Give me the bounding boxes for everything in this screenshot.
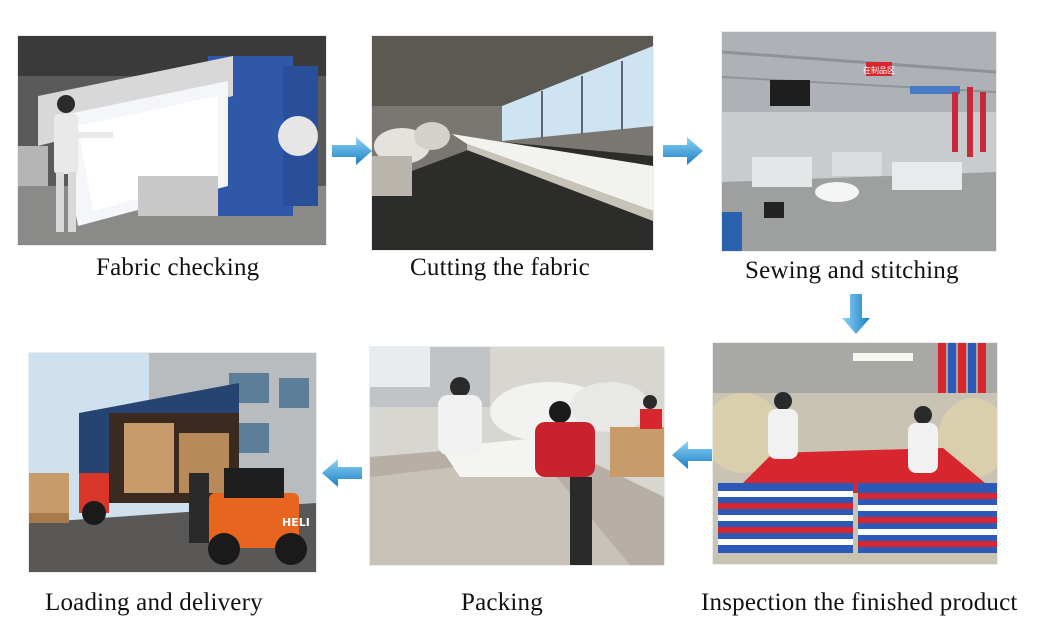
sewing-area-sign: 在制品区 bbox=[863, 65, 895, 75]
arrow-left-icon bbox=[672, 441, 712, 469]
arrow-right-icon bbox=[663, 137, 703, 165]
caption-sewing: Sewing and stitching bbox=[745, 257, 959, 284]
caption-fabric-checking: Fabric checking bbox=[96, 254, 260, 281]
arrow-down-icon bbox=[842, 294, 870, 334]
photo-cutting bbox=[372, 36, 653, 250]
caption-cutting: Cutting the fabric bbox=[410, 254, 590, 281]
photo-packing bbox=[370, 347, 664, 565]
arrow-right-icon bbox=[332, 137, 372, 165]
caption-inspection: Inspection the finished product bbox=[701, 589, 1018, 616]
photo-inspection bbox=[713, 343, 997, 564]
forklift-brand: HELI bbox=[282, 516, 310, 529]
photo-sewing: 在制品区 bbox=[722, 32, 996, 251]
caption-loading: Loading and delivery bbox=[45, 589, 263, 616]
photo-fabric-checking bbox=[18, 36, 326, 245]
photo-loading: HELI bbox=[29, 353, 316, 572]
caption-packing: Packing bbox=[461, 589, 543, 616]
arrow-left-icon bbox=[322, 459, 362, 487]
